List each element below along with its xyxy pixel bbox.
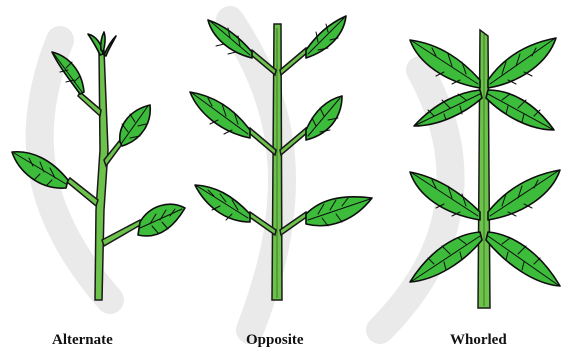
opposite-leaf [306, 197, 372, 226]
alternate-stem [95, 50, 108, 300]
opposite-leaf [306, 16, 346, 58]
alternate-bud [88, 32, 116, 56]
opposite-leaf [195, 185, 250, 222]
alternate-leaf [138, 204, 185, 236]
alternate-leaf [12, 152, 68, 188]
opposite-label: Opposite [246, 332, 304, 348]
opposite-leaf [190, 92, 250, 138]
opposite-plant: Opposite [190, 16, 372, 348]
alternate-twig [78, 92, 101, 116]
whorled-leaf [486, 90, 554, 130]
whorled-leaf [488, 170, 560, 220]
whorled-leaf [486, 232, 560, 286]
whorled-leaf [488, 38, 556, 88]
alternate-label: Alternate [52, 332, 113, 348]
alternate-twig [102, 220, 142, 246]
alternate-leaf [120, 105, 150, 146]
whorled-label: Whorled [450, 332, 507, 348]
alternate-twig [67, 178, 98, 206]
opposite-leaf [306, 96, 342, 140]
